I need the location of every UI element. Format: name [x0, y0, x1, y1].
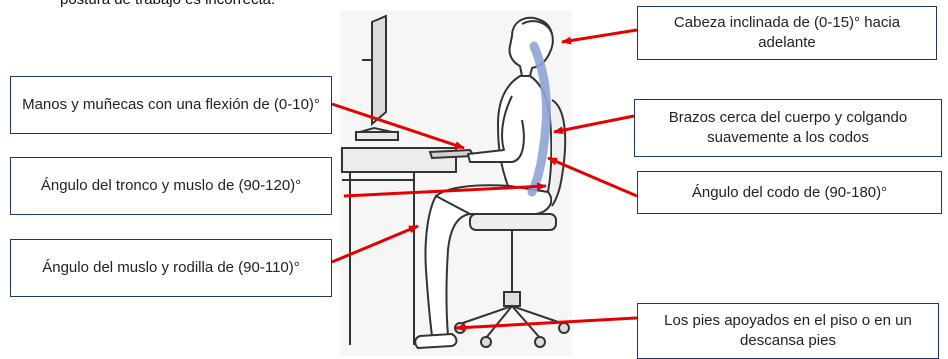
trunk-arrow [343, 182, 547, 198]
monitor-illustration [355, 14, 399, 141]
figure-caption: postura de trabajo es incorrecta. [60, 0, 275, 8]
arms-arrow [553, 114, 635, 135]
hands-arrow [331, 102, 465, 150]
label-thigh-knee-angle: Ángulo del muslo y rodilla de (90-110)° [10, 239, 332, 297]
label-trunk-thigh-angle: Ángulo del tronco y muslo de (90-120)° [10, 157, 332, 215]
feet-arrow [455, 316, 638, 332]
label-hands-wrists: Manos y muñecas con una flexión de (0-10… [10, 76, 332, 134]
label-feet-support: Los pies apoyados en el piso o en un des… [637, 303, 939, 359]
desk-illustration [341, 147, 476, 345]
head-arrow [561, 28, 638, 45]
label-arms-close-body: Brazos cerca del cuerpo y colgando suave… [634, 99, 942, 157]
spine-highlight [527, 41, 551, 197]
label-head-inclination: Cabeza inclinada de (0-15)° hacia adelan… [637, 6, 937, 60]
label-elbow-angle: Ángulo del codo de (90-180)° [637, 171, 942, 214]
elbow-arrow [547, 156, 638, 198]
thigh-arrow [331, 224, 419, 264]
